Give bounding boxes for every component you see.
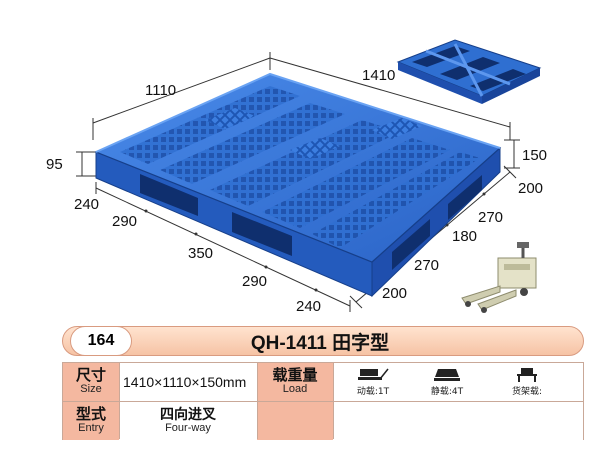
- size-value: 1410×1110×150mm: [123, 374, 247, 390]
- dim-width-label: 1110: [145, 82, 176, 99]
- load-label-cell: 载重量 Load: [257, 363, 333, 401]
- pallet-underside-view: [396, 39, 542, 104]
- dynamic-load-icon: [358, 368, 389, 380]
- dynamic-load: 动载:1T: [339, 367, 407, 399]
- entry-value-cell: 四向进叉 Four-way: [119, 402, 257, 440]
- pallet-drawing: 1110 1410 95 150 240 290 350 290 240 200…: [46, 39, 547, 315]
- entry-label-zh: 型式: [75, 405, 106, 424]
- dim-left-seg-4: 290: [242, 273, 267, 290]
- dim-left-seg-2: 290: [112, 213, 137, 230]
- size-value-cell: 1410×1110×150mm: [119, 363, 257, 401]
- pallet-isometric: [94, 72, 502, 298]
- racking-load-icon: [517, 368, 537, 382]
- title-bar: [62, 326, 584, 356]
- dynamic-load-text: 动载:1T: [356, 387, 390, 397]
- entry-label-cell: 型式 Entry: [63, 402, 119, 440]
- entry-value-en: Four-way: [165, 421, 211, 434]
- dim-block-height-label: 95: [46, 156, 63, 173]
- dim-right-seg-5: 200: [382, 285, 407, 302]
- pallet-jack-image: [461, 242, 537, 313]
- size-label-zh: 尺寸: [75, 366, 106, 385]
- static-load-text: 静载:4T: [430, 387, 464, 397]
- static-load: 静载:4T: [413, 367, 481, 399]
- size-label-en: Size: [80, 383, 102, 396]
- load-label-zh: 载重量: [272, 366, 318, 385]
- static-load-icon: [434, 369, 460, 381]
- row-divider: [63, 401, 583, 402]
- catalog-number-badge: 164: [70, 326, 132, 356]
- load-values-cell: 动载:1T 静载:4T 货架载:: [333, 363, 583, 401]
- dim-left-seg-3: 350: [188, 245, 213, 262]
- dim-left-seg-1: 240: [74, 196, 99, 213]
- dim-height-label: 150: [522, 147, 547, 164]
- load-label-en: Load: [282, 383, 308, 396]
- entry-value-zh: 四向进叉: [160, 406, 216, 423]
- col-divider-2: [257, 363, 258, 439]
- entry-blank-label-cell: [257, 402, 333, 440]
- col-divider-1: [119, 363, 120, 439]
- dim-right-seg-4: 270: [414, 257, 439, 274]
- model-title: QH-1411 田字型: [250, 332, 390, 354]
- dim-left-seg-5: 240: [296, 298, 321, 315]
- dim-right-seg-2: 270: [478, 209, 503, 226]
- dim-length-label: 1410: [362, 67, 395, 84]
- racking-load: 货架载:: [493, 367, 561, 399]
- size-label-cell: 尺寸 Size: [63, 363, 119, 401]
- dim-right-seg-3: 180: [452, 228, 477, 245]
- spec-table: 尺寸 Size 1410×1110×150mm 载重量 Load 动载:1T 静…: [62, 362, 584, 440]
- dim-right-seg-1: 200: [518, 180, 543, 197]
- racking-load-text: 货架载:: [511, 387, 543, 397]
- entry-blank-value-cell: [333, 402, 583, 440]
- entry-label-en: Entry: [78, 422, 104, 435]
- col-divider-3: [333, 363, 334, 439]
